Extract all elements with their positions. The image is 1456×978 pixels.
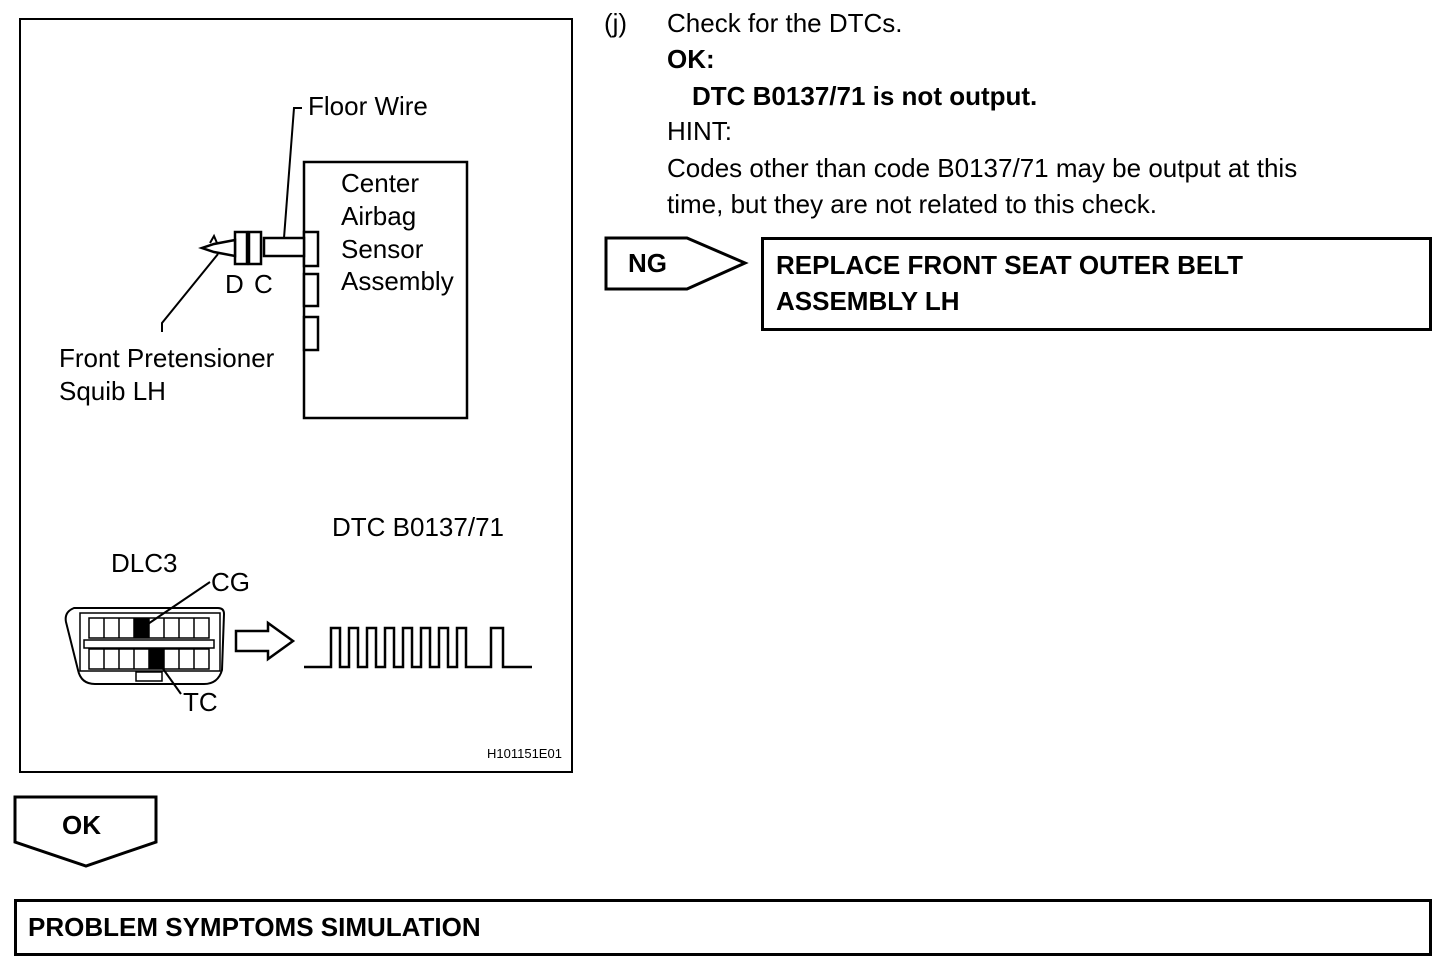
ng-action-box[interactable]: REPLACE FRONT SEAT OUTER BELT ASSEMBLY L… [761,237,1432,331]
cg-label: CG [211,567,250,597]
ok-branch-arrow [13,795,158,868]
center-airbag-label-2: Airbag [341,201,417,231]
step-marker: (j) [604,8,628,38]
tc-label: TC [183,687,218,717]
ok-criteria-text: DTC B0137/71 is not output. [692,81,1038,111]
figure-frame [19,18,573,773]
ng-label: NG [628,248,667,278]
hint-label: HINT: [667,116,732,146]
hollow-arrow-icon [234,620,296,662]
floor-wire-leader [283,107,302,239]
dlc3-label: DLC3 [111,548,178,578]
pretensioner-label-2: Squib LH [59,376,166,406]
step-title: Check for the DTCs. [667,8,903,38]
sensor-connector-tab-1 [302,230,320,268]
center-airbag-label-4: Assembly [341,266,454,296]
center-airbag-label-3: Sensor [341,234,424,264]
ok-label: OK [62,810,101,840]
dtc-waveform [304,626,532,669]
cg-leader [141,581,211,629]
connector-c-label: C [254,269,273,299]
pretensioner-label-1: Front Pretensioner [59,343,275,373]
hint-text-line-1: Codes other than code B0137/71 may be ou… [667,153,1298,183]
connector-c-body [247,230,263,266]
ng-action-line-2: ASSEMBLY LH [776,286,960,316]
ok-criteria-label: OK: [667,44,715,74]
floor-wire-harness [262,236,306,258]
pretensioner-leader [161,253,219,332]
center-airbag-label-1: Center [341,168,420,198]
ng-branch-arrow [604,236,749,291]
floor-wire-label: Floor Wire [308,91,428,121]
connector-d-body [233,230,249,266]
sensor-connector-tab-2 [302,272,320,308]
tc-leader [155,658,182,695]
ng-action-line-1: REPLACE FRONT SEAT OUTER BELT [776,250,1244,280]
next-step-box[interactable]: PROBLEM SYMPTOMS SIMULATION [14,899,1432,956]
cg-terminal [134,618,149,638]
next-step-label: PROBLEM SYMPTOMS SIMULATION [28,912,481,942]
connector-d-label: D [225,269,244,299]
dtc-label: DTC B0137/71 [332,512,504,542]
pretensioner-tip [198,238,237,258]
sensor-connector-tab-3 [302,315,320,352]
figure-id: H101151E01 [487,746,562,761]
hint-text-line-2: time, but they are not related to this c… [667,189,1157,219]
